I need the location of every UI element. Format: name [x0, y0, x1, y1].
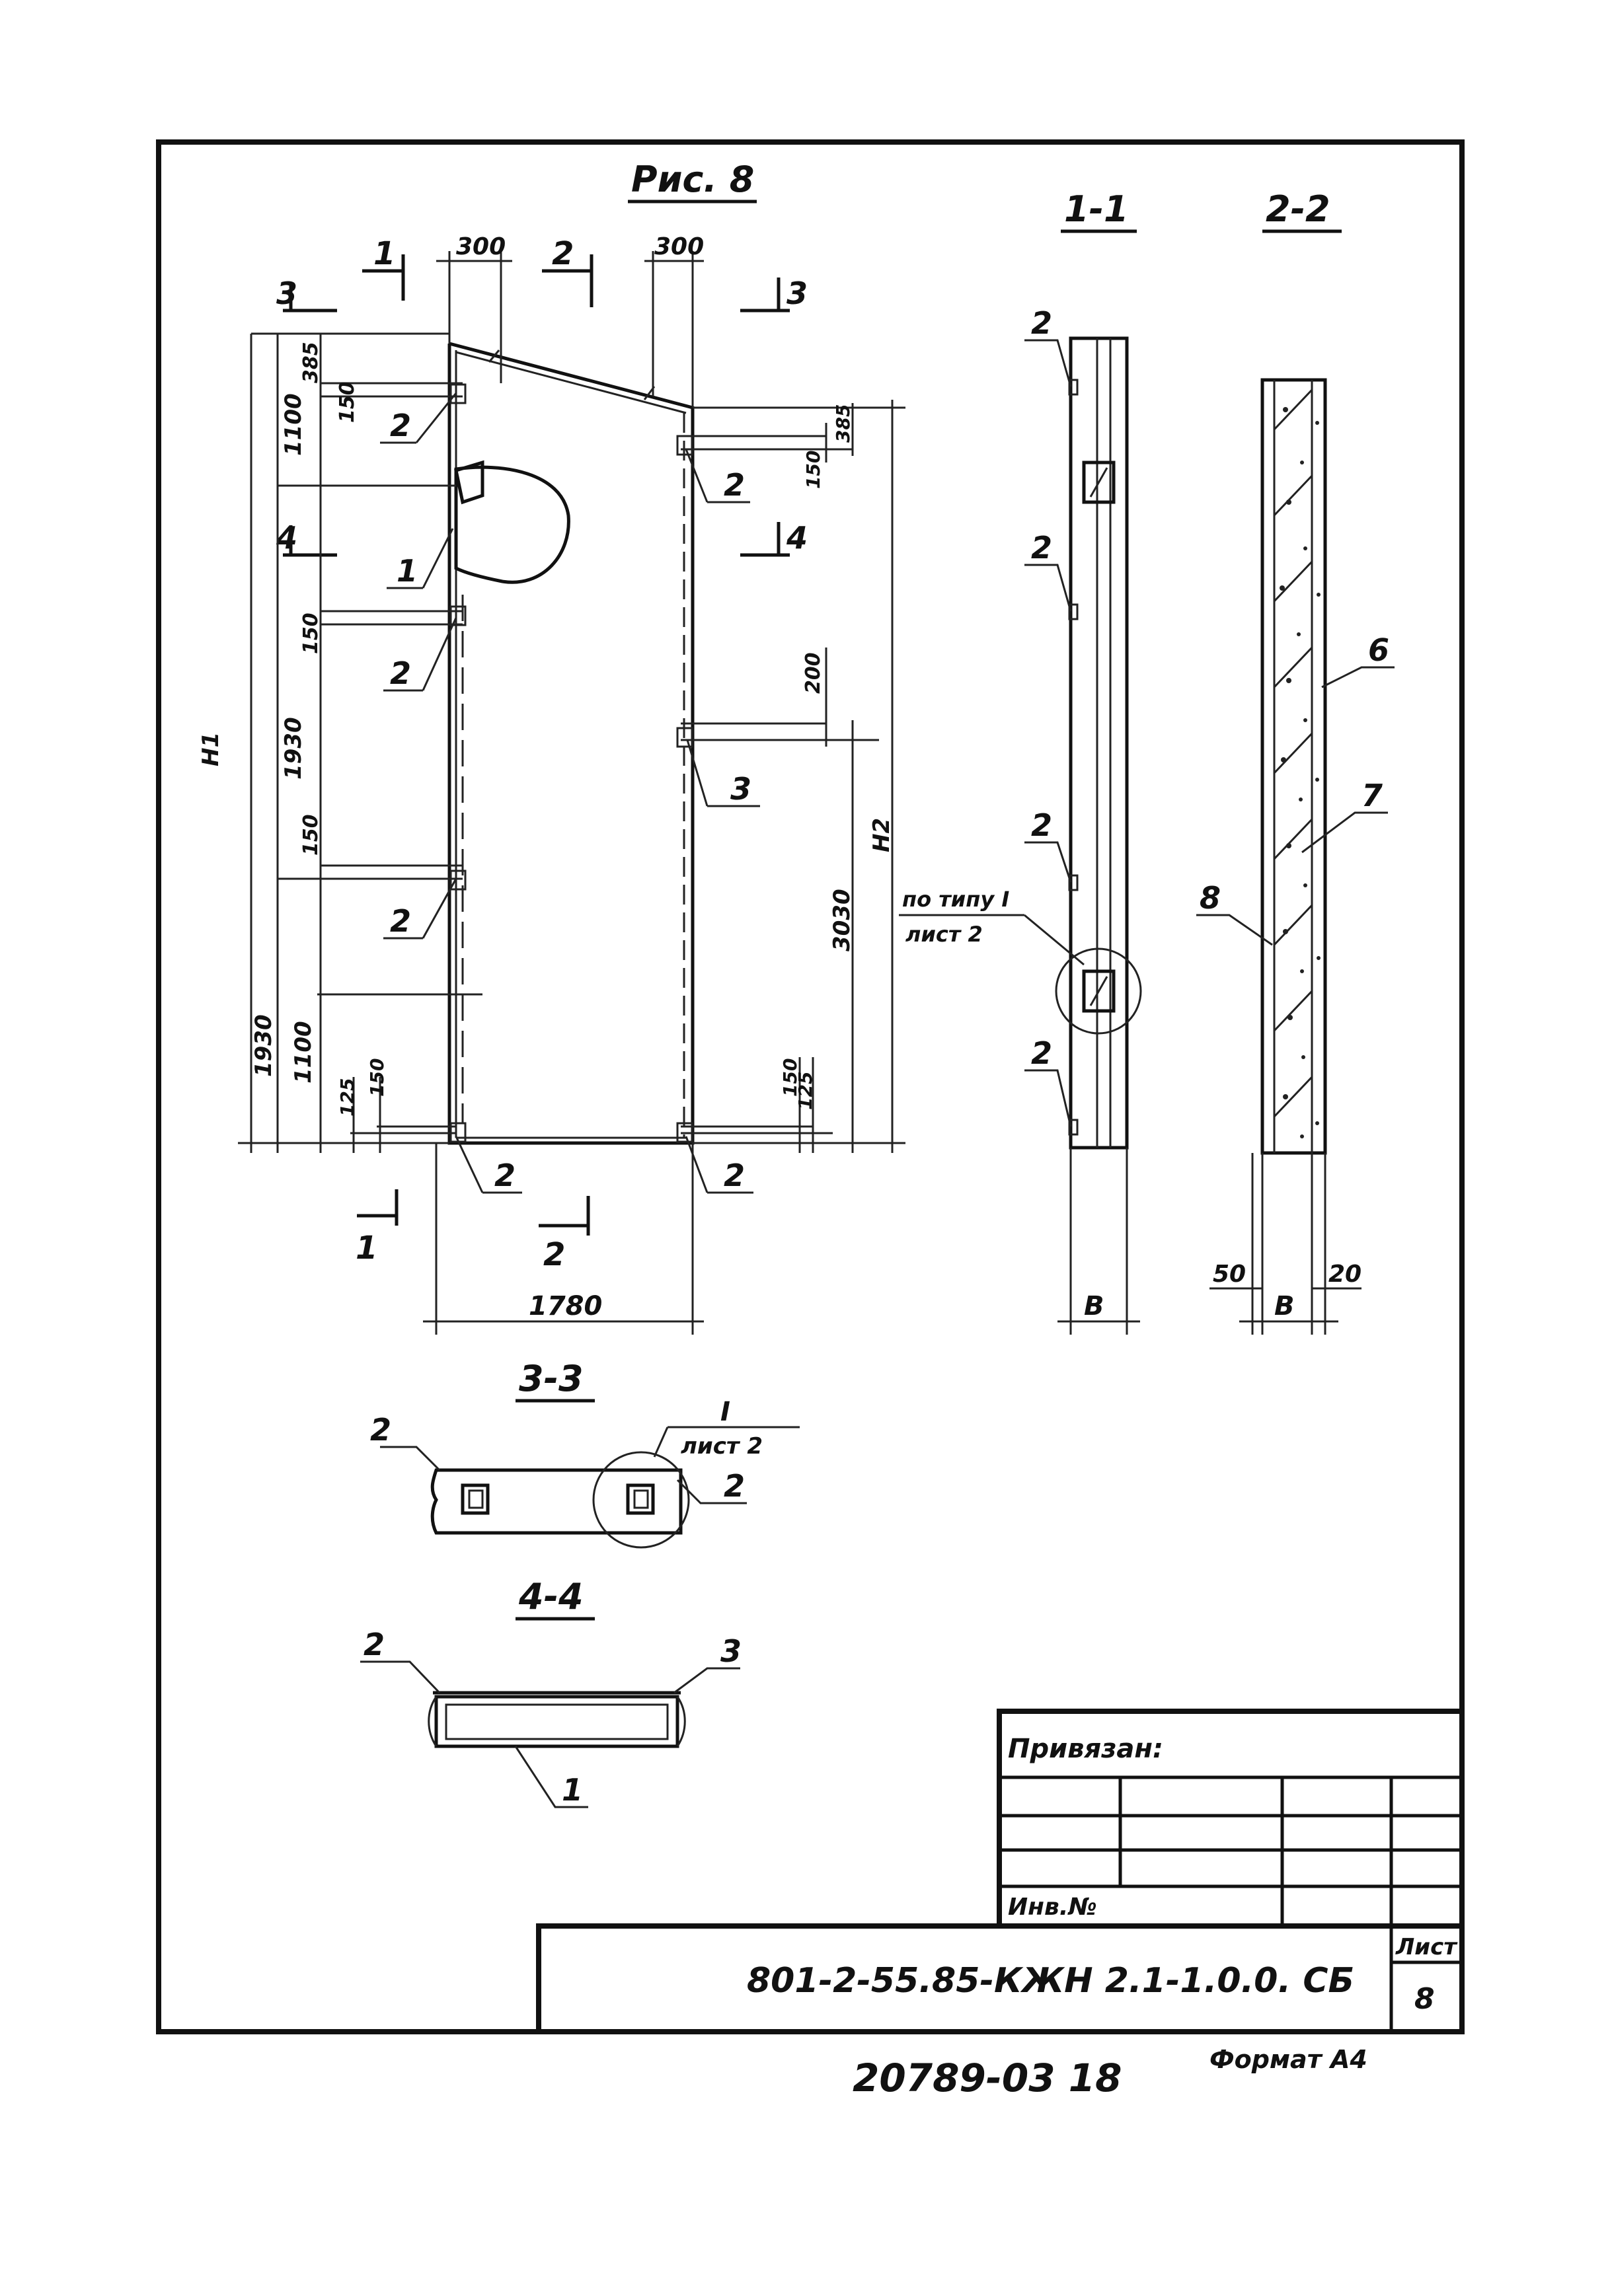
tb-document-code: 801-2-55.85-КЖН 2.1-1.0.0. СБ: [747, 1961, 1354, 2001]
section-4-4: 4-4 2 3 1: [360, 1576, 742, 1808]
pos-3: 3: [730, 771, 751, 807]
s22-dim-b: В: [1274, 1291, 1295, 1321]
section-3-3: 3-3 2 2 I лист 2: [370, 1358, 800, 1549]
s33-ref-2: лист 2: [681, 1433, 763, 1460]
section-2-2: 2-2 6 7: [1196, 188, 1395, 1335]
dim-h2: H2: [868, 818, 895, 852]
tb-attached-label: Привязан:: [1008, 1734, 1163, 1764]
s11-pos-2-a: 2: [1031, 305, 1052, 341]
section-3-3-title: 3-3: [519, 1358, 584, 1399]
dim-150-a: 150: [336, 381, 359, 423]
figure-title: Рис. 8: [631, 159, 754, 200]
s11-pos-2-d: 2: [1031, 1035, 1052, 1071]
dim-1930-a: 1930: [280, 717, 307, 780]
section-1-1: 1-1 2 2 2 2 по типу I лист 2 В: [899, 188, 1142, 1335]
pos-2-d: 2: [494, 1158, 516, 1193]
dim-150-c: 150: [299, 814, 323, 856]
footer-stamp: 20789-03 18: [853, 2055, 1122, 2100]
dim-385-right: 385: [832, 404, 854, 443]
section-1-1-title: 1-1: [1064, 188, 1129, 230]
pos-1: 1: [397, 553, 418, 589]
dim-150-bl: 150: [366, 1058, 388, 1097]
s11-pos-2-b: 2: [1031, 530, 1052, 566]
footer-format: Формат А4: [1209, 2045, 1367, 2074]
s22-dim-50: 50: [1213, 1261, 1246, 1288]
s22-pos-6: 6: [1368, 632, 1389, 668]
s11-type-note-1: по типу I: [902, 887, 1009, 912]
dim-385-left: 385: [299, 342, 323, 383]
pos-2-b: 2: [390, 655, 411, 691]
section-4-4-title: 4-4: [518, 1576, 584, 1617]
s44-pos-3: 3: [720, 1633, 742, 1669]
s44-pos-1: 1: [562, 1772, 583, 1808]
dim-300-right: 300: [654, 233, 704, 260]
panel-outline: [447, 342, 695, 1145]
dim-1100-top: 1100: [280, 393, 307, 456]
pos-2-a: 2: [390, 408, 411, 443]
tb-sheet-number: 8: [1414, 1982, 1435, 2016]
dim-125-left: 125: [336, 1078, 358, 1117]
cut-mark-2-bottom: 2: [543, 1236, 565, 1273]
title-block: Привязан: Инв.№ 801-2-55.85-КЖН 2.1-1.0.…: [536, 1709, 1465, 2034]
cut-mark-3-right: 3: [786, 276, 808, 311]
cut-mark-2-top: 2: [552, 235, 574, 272]
cut-mark-3-left: 3: [276, 276, 297, 311]
dim-150-b: 150: [299, 612, 323, 654]
cut-mark-1-top: 1: [373, 235, 395, 272]
main-view: 300 300 1 2 3 3 4 4: [198, 233, 905, 1335]
s22-dim-20: 20: [1328, 1261, 1361, 1288]
s11-type-note-2: лист 2: [905, 922, 983, 947]
s22-pos-8: 8: [1200, 880, 1221, 916]
tb-sheet-label: Лист: [1395, 1934, 1458, 1960]
dim-200: 200: [802, 652, 825, 694]
dim-h1: H1: [198, 732, 224, 766]
s22-pos-7: 7: [1361, 778, 1383, 813]
cut-mark-4-left: 4: [276, 520, 297, 556]
pos-2-e: 2: [724, 467, 745, 503]
cut-mark-4-right: 4: [786, 520, 808, 556]
dim-300-left: 300: [456, 233, 506, 260]
s11-dim-b: В: [1084, 1291, 1104, 1321]
s33-pos-2-right: 2: [724, 1468, 745, 1504]
s11-pos-2-c: 2: [1031, 807, 1052, 843]
opening-outline: [454, 465, 570, 584]
dim-1930-b: 1930: [250, 1014, 277, 1077]
pos-2-c: 2: [390, 903, 411, 939]
dim-1100-bot: 1100: [290, 1021, 317, 1084]
pos-2-f: 2: [724, 1158, 745, 1193]
dim-3030: 3030: [829, 889, 855, 951]
tb-inv-label: Инв.№: [1008, 1894, 1097, 1921]
dim-125-right: 125: [794, 1072, 816, 1110]
s33-pos-2-left: 2: [370, 1412, 391, 1448]
dim-150-br: 150: [779, 1058, 801, 1097]
s44-pos-2: 2: [364, 1627, 385, 1662]
dim-150-right: 150: [802, 451, 824, 489]
s33-ref-1: I: [720, 1397, 730, 1427]
section-2-2-title: 2-2: [1266, 188, 1330, 230]
cut-mark-1-bottom: 1: [356, 1230, 377, 1267]
dim-1780: 1780: [529, 1291, 602, 1321]
